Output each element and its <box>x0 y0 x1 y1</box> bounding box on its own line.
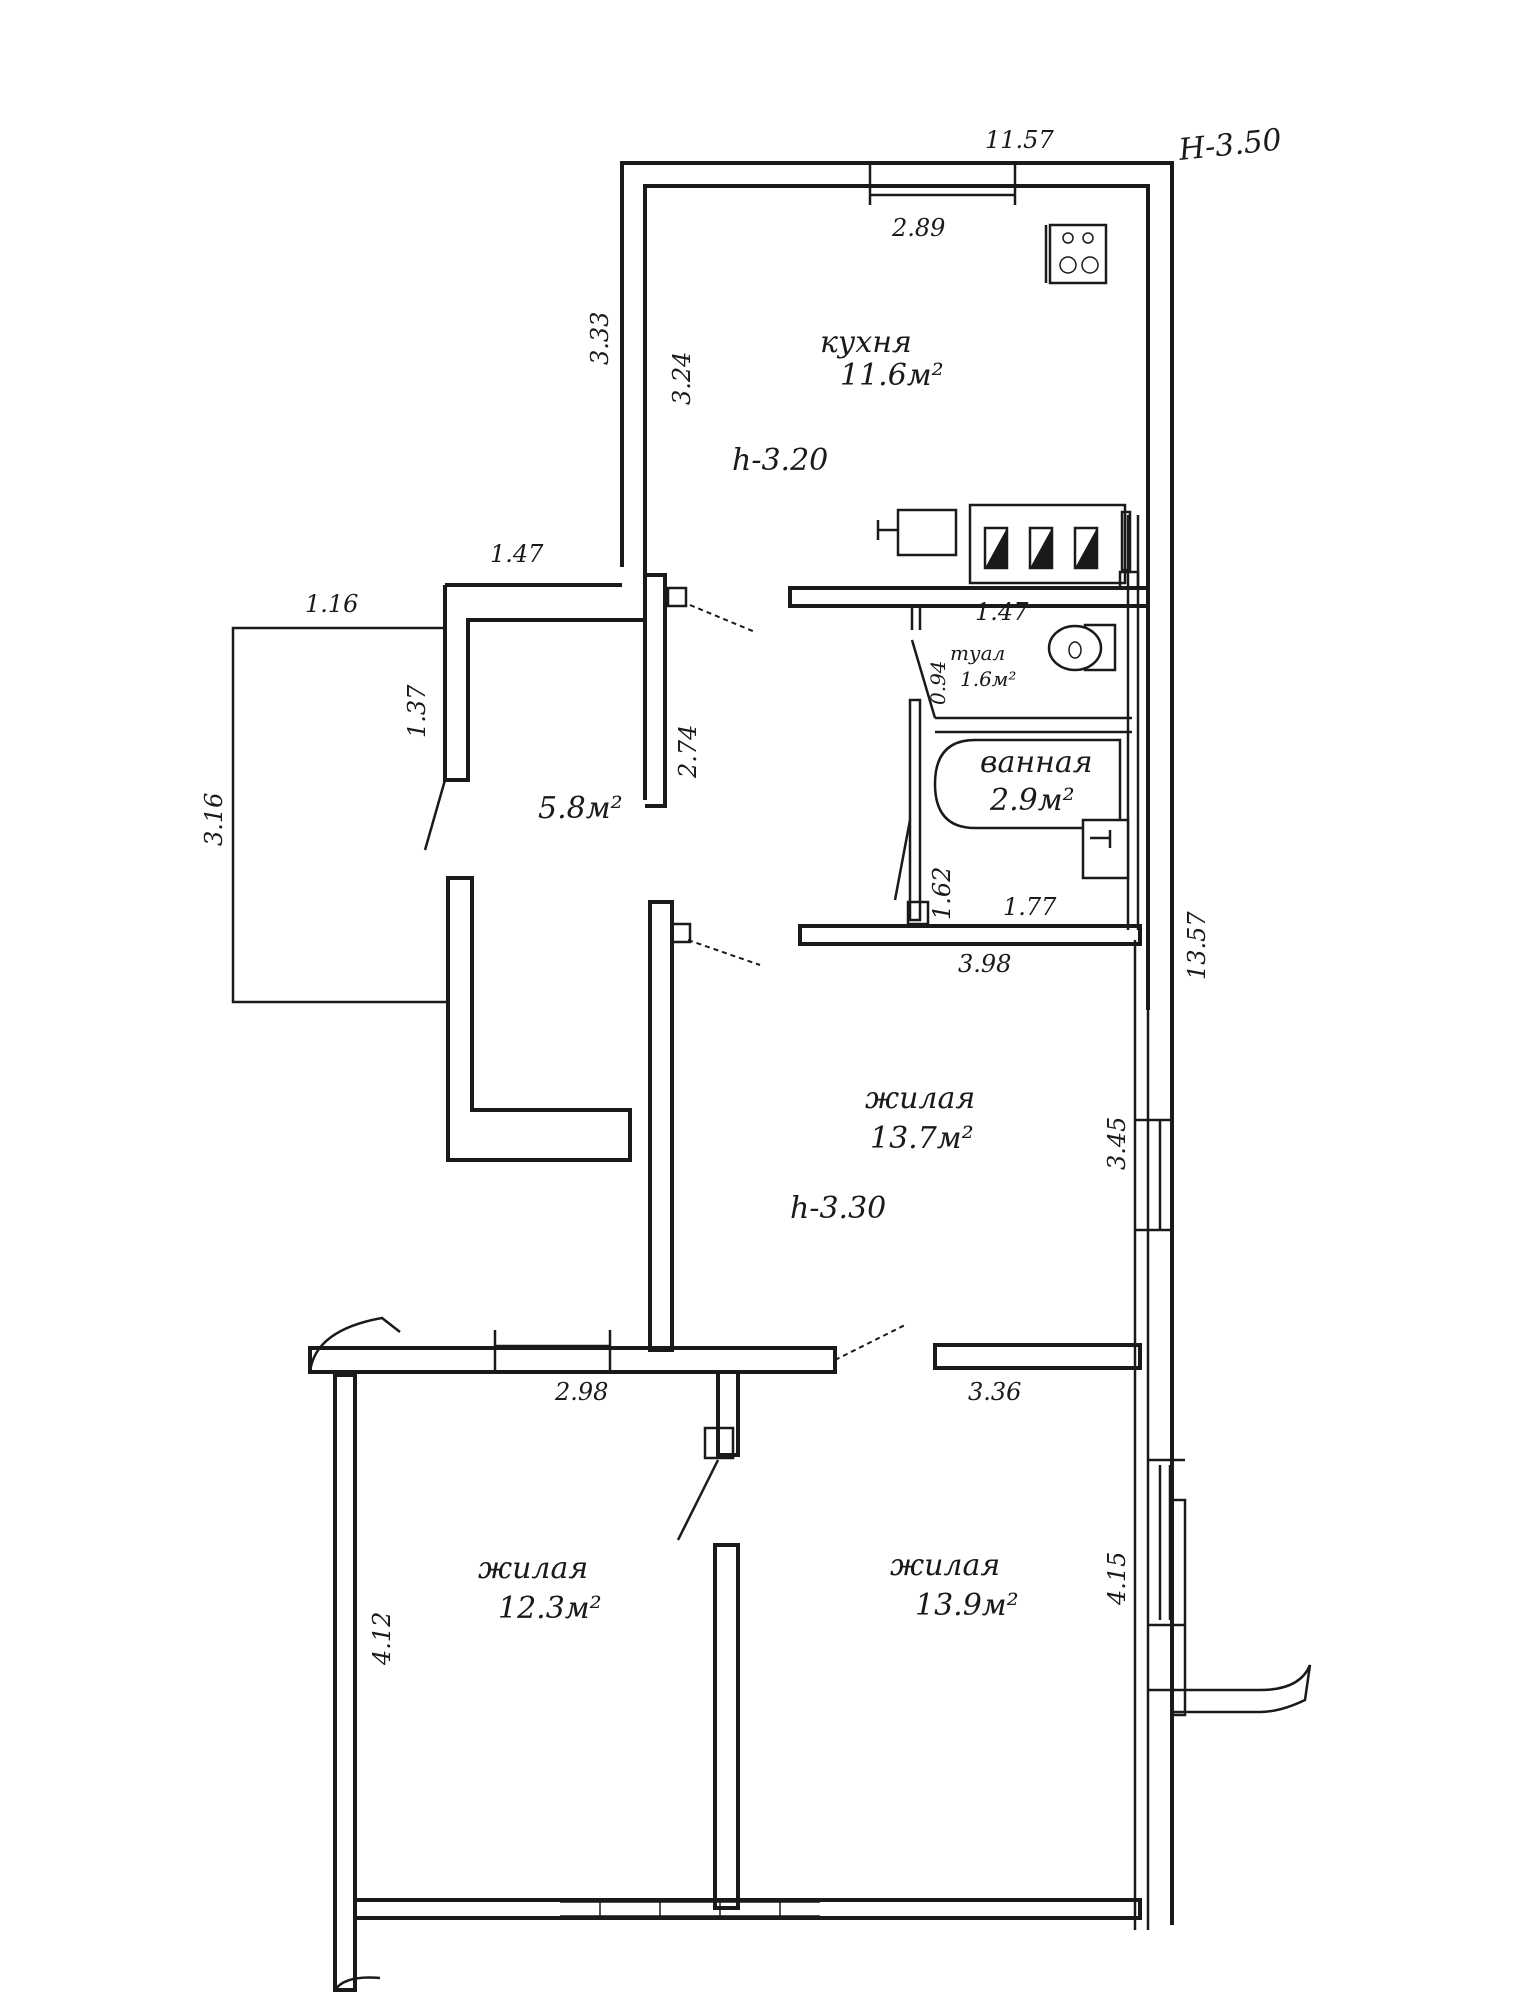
walls <box>231 161 1312 1992</box>
bath-partition-left <box>908 698 922 922</box>
vent-icon <box>1118 570 1140 590</box>
bedroom-column-icon <box>703 1426 735 1460</box>
kitchen-bath-wall <box>788 586 1150 608</box>
hall-living-partition <box>648 900 674 1352</box>
sink-tap-icon <box>876 520 898 540</box>
toilet-door <box>910 639 937 719</box>
dim-porch-depth: 3.16 <box>200 793 228 846</box>
dim-kitchen-outer-side: 3.33 <box>586 312 614 365</box>
hall-living-partition-upper <box>645 573 667 808</box>
cabinet-cells <box>983 526 1099 570</box>
kitchen-sink-icon <box>896 508 958 557</box>
kitchen-window <box>868 163 1017 205</box>
bedroom-west-wall <box>333 1373 357 1992</box>
bath-door <box>893 819 912 901</box>
bathroom-area: 2.9м² <box>989 783 1075 818</box>
kitchen-height: h-3.20 <box>732 443 828 478</box>
bedroom-south-wall <box>353 1898 1142 1920</box>
dim-living1-side: 3.45 <box>1103 1117 1131 1170</box>
hall-area: 5.8м² <box>538 791 623 826</box>
kitchen-area: 11.6м² <box>840 358 944 393</box>
radiator-icon <box>1120 510 1132 572</box>
toilet-area: 1.6м² <box>960 667 1016 691</box>
dim-living2-side: 4.12 <box>368 1612 396 1666</box>
living1-name: жилая <box>865 1081 975 1116</box>
bathtub-icon <box>933 738 1122 830</box>
hall-west-wall-lower <box>446 876 632 1162</box>
bedroom3-door-leaf <box>830 1348 837 1374</box>
dim-hall-length: 2.74 <box>674 725 702 779</box>
bedroom3-door-swing <box>834 1324 906 1361</box>
fixtures <box>703 223 1140 1460</box>
stove-burner-icon <box>1082 232 1094 244</box>
bath-door-jamb <box>906 900 930 926</box>
dim-living2-width: 2.98 <box>554 1378 608 1406</box>
plan-corner-mark <box>333 1976 381 1991</box>
dim-bath-width: 1.77 <box>1003 893 1057 921</box>
washbasin-tap-icon <box>1090 830 1112 848</box>
building-height-label: H-3.50 <box>1176 122 1283 168</box>
stove-burner-icon <box>1081 256 1099 274</box>
living2-name: жилая <box>478 1551 588 1586</box>
kitchen-outer-wall <box>620 161 1174 1925</box>
living-south-wall <box>308 1346 837 1374</box>
dim-kitchen-width: 2.89 <box>891 214 945 242</box>
dimension-labels: 2.89 3.33 3.24 1.47 1.16 3.16 1.37 2.74 … <box>200 214 1131 1666</box>
living-south-window <box>493 1330 612 1372</box>
toilet-bowl-icon <box>1047 624 1103 672</box>
living-door-jamb <box>670 922 692 944</box>
east-window-1 <box>1135 1118 1172 1232</box>
east-wall-jog <box>1148 1498 1187 1717</box>
dim-porch-width: 1.16 <box>305 590 358 618</box>
living3-area: 13.9м² <box>915 1588 1019 1623</box>
stove-burner-icon <box>1062 232 1074 244</box>
kitchen-name: кухня <box>820 325 912 360</box>
toilet-name: туал <box>950 641 1005 665</box>
bedroom-divider-top <box>716 1370 740 1457</box>
living-door-swing <box>687 939 761 966</box>
bathroom-east-inner <box>1126 515 1140 930</box>
overall-length-label: 13.57 <box>1183 911 1211 980</box>
stove-burner-icon <box>1059 256 1077 274</box>
dim-kitchen-inner-side: 3.24 <box>668 352 696 405</box>
dim-toilet-width: 1.47 <box>975 598 1029 626</box>
toilet-seat-icon <box>1068 641 1082 659</box>
entry-door <box>423 779 447 851</box>
overall-width-label: 11.57 <box>985 126 1054 154</box>
kitchen-door-jamb <box>666 586 688 608</box>
dim-bath-depth: 1.62 <box>928 867 956 920</box>
dim-entry-width: 1.47 <box>490 540 544 568</box>
porch-south-stub <box>1172 1664 1312 1714</box>
bedroom-divider <box>713 1543 740 1910</box>
dim-toilet-depth: 0.94 <box>926 660 950 705</box>
bedroom-south-window <box>560 1901 820 1917</box>
south-bay-curve <box>308 1316 401 1373</box>
labels: H-3.50 11.57 13.57 кухня 11.6м² h-3.20 т… <box>478 122 1283 1626</box>
bedroom2-door <box>676 1459 720 1541</box>
living-south-wall-east <box>933 1343 1142 1370</box>
dim-living1-width: 3.98 <box>958 950 1011 978</box>
east-wall-inner <box>1133 940 1150 1930</box>
toilet-partition <box>910 605 1132 734</box>
doors <box>423 586 937 1541</box>
bathroom-name: ванная <box>980 745 1093 780</box>
kitchen-door-swing <box>689 604 756 633</box>
stove-icon <box>1048 223 1108 285</box>
bath-living-wall <box>798 924 1142 946</box>
living1-height: h-3.30 <box>790 1191 886 1226</box>
living1-area: 13.7м² <box>870 1121 974 1156</box>
dim-living3-side: 4.15 <box>1103 1552 1131 1606</box>
porch-outline <box>231 626 448 1004</box>
living3-name: жилая <box>890 1548 1000 1583</box>
washbasin-icon <box>1081 818 1130 880</box>
dim-living3-width: 3.36 <box>968 1378 1021 1406</box>
living2-area: 12.3м² <box>498 1591 602 1626</box>
dim-vestibule: 1.37 <box>403 684 431 738</box>
entry-west-wall-outer <box>443 585 645 782</box>
east-window-2 <box>1148 1458 1185 1627</box>
